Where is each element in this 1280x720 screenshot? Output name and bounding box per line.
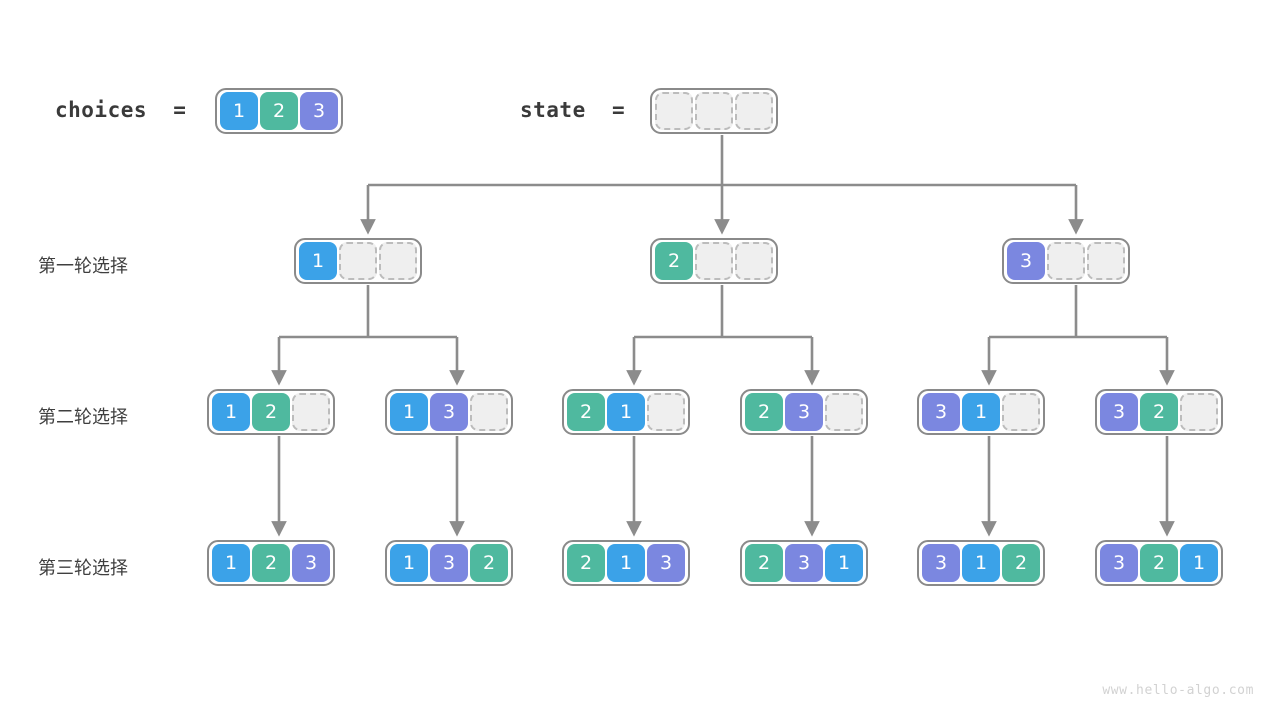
round2-4-cell-1: 2 [745,393,783,431]
round3-3-cell-3: 3 [647,544,685,582]
round1-node-3: 3 [1002,238,1130,284]
state-cell-empty-3 [735,92,773,130]
round1-2-cell-1: 2 [655,242,693,280]
round1-3-cell-1: 3 [1007,242,1045,280]
round3-5-cell-3: 2 [1002,544,1040,582]
state-label: state = [520,98,626,122]
round1-1-cell-empty-2 [339,242,377,280]
round2-3-cell-2: 1 [607,393,645,431]
round3-4-cell-1: 2 [745,544,783,582]
round3-1-cell-1: 1 [212,544,250,582]
round2-6-cell-2: 2 [1140,393,1178,431]
round1-2-cell-empty-3 [735,242,773,280]
choices-cell-3: 3 [300,92,338,130]
round2-5-cell-1: 3 [922,393,960,431]
round1-3-cell-empty-3 [1087,242,1125,280]
round2-2-cell-empty-3 [470,393,508,431]
round2-2-cell-2: 3 [430,393,468,431]
round2-5-cell-2: 1 [962,393,1000,431]
choices-cell-2: 2 [260,92,298,130]
round2-2-cell-1: 1 [390,393,428,431]
watermark: www.hello-algo.com [1102,683,1254,698]
round3-6-cell-2: 2 [1140,544,1178,582]
round2-1-cell-2: 2 [252,393,290,431]
round3-5-cell-2: 1 [962,544,1000,582]
state-cell-empty-2 [695,92,733,130]
round3-3-cell-2: 1 [607,544,645,582]
round3-2-cell-3: 2 [470,544,508,582]
round1-node-1: 1 [294,238,422,284]
round1-1-cell-empty-3 [379,242,417,280]
round3-2-cell-1: 1 [390,544,428,582]
round2-1-cell-1: 1 [212,393,250,431]
round3-6-cell-3: 1 [1180,544,1218,582]
round2-6-cell-1: 3 [1100,393,1138,431]
round3-1-cell-3: 3 [292,544,330,582]
round2-3-cell-1: 2 [567,393,605,431]
round1-node-2: 2 [650,238,778,284]
round1-2-cell-empty-2 [695,242,733,280]
round1-1-cell-1: 1 [299,242,337,280]
round2-6-cell-empty-3 [1180,393,1218,431]
round2-1-cell-empty-3 [292,393,330,431]
round3-5-cell-1: 3 [922,544,960,582]
round2-4-cell-empty-3 [825,393,863,431]
round2-5-cell-empty-3 [1002,393,1040,431]
state-cell-empty-1 [655,92,693,130]
round3-1-cell-2: 2 [252,544,290,582]
round3-6-cell-1: 3 [1100,544,1138,582]
round2-4-cell-2: 3 [785,393,823,431]
choices-cell-1: 1 [220,92,258,130]
row-label-round-2: 第二轮选择 [38,407,128,428]
row-label-round-1: 第一轮选择 [38,256,128,277]
round3-3-cell-1: 2 [567,544,605,582]
row-label-round-3: 第三轮选择 [38,558,128,579]
state-array [650,88,778,134]
choices-label: choices = [55,98,187,122]
round3-4-cell-2: 3 [785,544,823,582]
round1-3-cell-empty-2 [1047,242,1085,280]
round2-3-cell-empty-3 [647,393,685,431]
round3-4-cell-3: 1 [825,544,863,582]
round3-2-cell-2: 3 [430,544,468,582]
